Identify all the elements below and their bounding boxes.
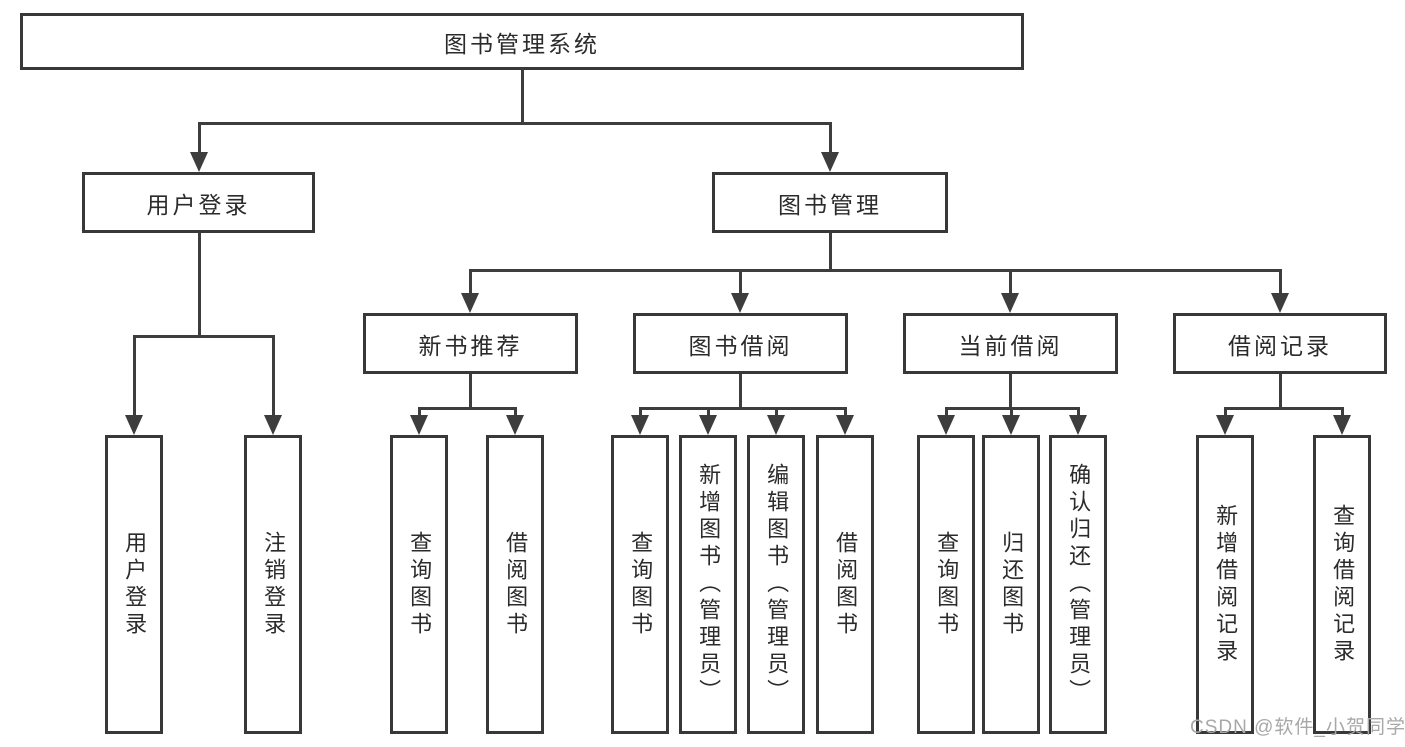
arrow-down-icon — [190, 152, 208, 172]
node-book-management: 图书管理 — [712, 172, 948, 233]
connector-line — [1009, 269, 1012, 295]
node-book-borrowing: 图书借阅 — [633, 313, 848, 374]
node-label: 图书管理 — [778, 191, 882, 218]
arrow-down-icon — [1069, 415, 1087, 435]
leaf-borrow-books-borrowing: 借阅图书 — [816, 435, 874, 734]
node-label: 图书管理系统 — [444, 30, 600, 57]
connector-line — [198, 122, 831, 125]
leaf-label: 借阅图书 — [833, 530, 859, 639]
connector-line — [829, 122, 832, 156]
node-borrowing-records: 借阅记录 — [1173, 313, 1387, 374]
connector-line — [945, 407, 948, 417]
arrow-down-icon — [125, 415, 143, 435]
arrow-down-icon — [1002, 415, 1020, 435]
leaf-label: 归还图书 — [999, 530, 1025, 639]
connector-line — [469, 374, 472, 408]
node-label: 当前借阅 — [958, 332, 1063, 359]
leaf-label: 查询图书 — [628, 530, 654, 639]
node-label: 图书借阅 — [688, 332, 793, 359]
connector-line — [1341, 407, 1344, 417]
leaf-borrow-books-recommend: 借阅图书 — [486, 435, 544, 734]
leaf-label: 查询图书 — [934, 530, 960, 639]
leaf-label: 查询图书 — [407, 530, 433, 639]
connector-line — [521, 68, 524, 124]
connector-line — [133, 335, 274, 338]
arrow-down-icon — [506, 415, 524, 435]
leaf-label: 新增图书（管理员） — [696, 463, 722, 706]
leaf-query-books-current: 查询图书 — [917, 435, 975, 734]
connector-line — [844, 407, 847, 417]
arrow-down-icon — [264, 415, 282, 435]
connector-line — [514, 407, 517, 417]
leaf-edit-books-admin: 编辑图书（管理员） — [747, 435, 805, 734]
arrow-down-icon — [937, 415, 955, 435]
connector-line — [639, 407, 642, 417]
node-user-login: 用户登录 — [82, 172, 315, 233]
leaf-label: 注销登录 — [261, 530, 287, 639]
arrow-down-icon — [1271, 293, 1289, 313]
leaf-return-books: 归还图书 — [982, 435, 1040, 734]
arrow-down-icon — [731, 293, 749, 313]
arrow-down-icon — [767, 415, 785, 435]
arrow-down-icon — [461, 293, 479, 313]
watermark-text: CSDN @软件_小贺同学 — [1190, 717, 1405, 738]
connector-line — [1224, 407, 1343, 410]
connector-line — [198, 233, 201, 336]
connector-line — [272, 335, 275, 417]
arrow-down-icon — [821, 152, 839, 172]
connector-line — [639, 407, 846, 410]
connector-line — [739, 374, 742, 408]
connector-line — [1224, 407, 1227, 417]
connector-line — [418, 407, 517, 410]
connector-line — [469, 269, 472, 295]
leaf-label: 用户登录 — [122, 530, 148, 639]
connector-line — [775, 407, 778, 417]
leaf-label: 新增借阅记录 — [1213, 503, 1239, 666]
leaf-query-books-borrowing: 查询图书 — [611, 435, 669, 734]
connector-line — [1279, 374, 1282, 408]
node-current-borrowing: 当前借阅 — [903, 313, 1118, 374]
leaf-logout: 注销登录 — [244, 435, 302, 734]
node-label: 借阅记录 — [1228, 332, 1332, 359]
leaf-query-books-recommend: 查询图书 — [390, 435, 448, 734]
arrow-down-icon — [1001, 293, 1019, 313]
leaf-confirm-return-admin: 确认归还（管理员） — [1049, 435, 1107, 734]
connector-line — [707, 407, 710, 417]
leaf-add-books-admin: 新增图书（管理员） — [679, 435, 737, 734]
connector-line — [829, 233, 832, 270]
arrow-down-icon — [1333, 415, 1351, 435]
connector-line — [198, 122, 201, 156]
leaf-query-borrow-record: 查询借阅记录 — [1313, 435, 1371, 734]
connector-line — [1279, 269, 1282, 295]
connector-line — [1009, 374, 1012, 408]
node-library-management-system: 图书管理系统 — [20, 13, 1024, 70]
node-label: 用户登录 — [146, 191, 251, 218]
node-new-book-recommendation: 新书推荐 — [363, 313, 578, 374]
arrow-down-icon — [410, 415, 428, 435]
connector-line — [739, 269, 742, 295]
leaf-label: 查询借阅记录 — [1330, 503, 1356, 666]
arrow-down-icon — [699, 415, 717, 435]
arrow-down-icon — [836, 415, 854, 435]
leaf-add-borrow-record: 新增借阅记录 — [1196, 435, 1254, 734]
connector-line — [1077, 407, 1080, 417]
arrow-down-icon — [1216, 415, 1234, 435]
leaf-label: 借阅图书 — [503, 530, 529, 639]
connector-line — [418, 407, 421, 417]
node-label: 新书推荐 — [418, 332, 523, 359]
leaf-label: 确认归还（管理员） — [1066, 463, 1092, 706]
leaf-label: 编辑图书（管理员） — [764, 463, 790, 706]
connector-line — [469, 269, 1281, 272]
arrow-down-icon — [631, 415, 649, 435]
leaf-user-login: 用户登录 — [105, 435, 163, 734]
connector-line — [1010, 407, 1013, 417]
connector-line — [133, 335, 136, 417]
